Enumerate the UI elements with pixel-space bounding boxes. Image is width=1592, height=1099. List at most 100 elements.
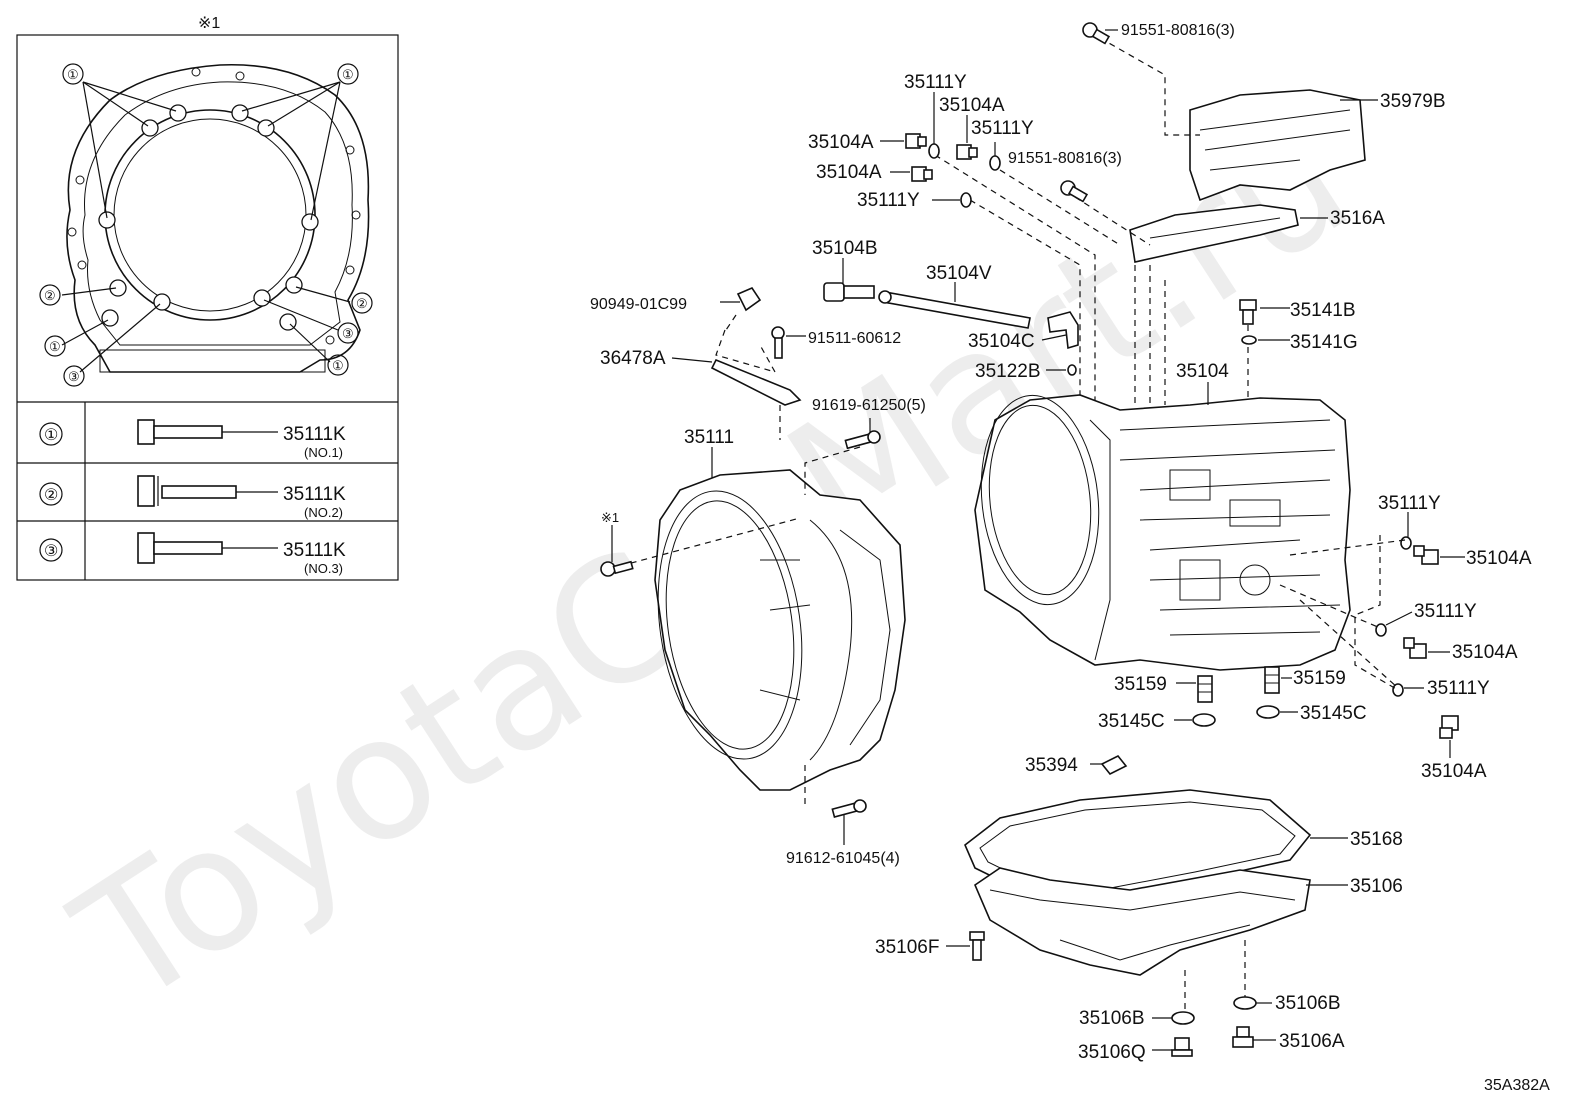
plug-35106Q	[1171, 1037, 1193, 1057]
inset-row-3: ③ 35111K (NO.3)	[39, 532, 346, 576]
label-35104A-d: 35104A	[1466, 548, 1532, 569]
transmission-case-35104	[974, 394, 1351, 671]
callout-1d: ①	[332, 358, 344, 373]
callout-2b: ②	[356, 296, 368, 311]
bracket-35979B	[1189, 89, 1366, 202]
label-35106F: 35106F	[875, 937, 939, 958]
shaft-35104V	[878, 290, 1031, 329]
row3-part: 35111K	[283, 540, 346, 561]
washer-35106B-right	[1233, 996, 1257, 1010]
callout-2a: ②	[44, 288, 56, 303]
label-35979B: 35979B	[1380, 91, 1446, 112]
row1-part: 35111K	[283, 424, 346, 445]
bell-housing-35111	[654, 469, 906, 791]
leader-lines	[611, 29, 1465, 1051]
label-35106: 35106	[1350, 876, 1403, 897]
row1-variant: (NO.1)	[304, 445, 343, 460]
label-35104A-b: 35104A	[808, 132, 874, 153]
label-3516A: 3516A	[1330, 208, 1385, 229]
callout-3b: ③	[342, 326, 354, 341]
label-35106A: 35106A	[1279, 1031, 1345, 1052]
row3-num: ③	[44, 543, 58, 560]
label-90949: 90949-01C99	[590, 296, 687, 313]
plug-35106A	[1232, 1026, 1254, 1048]
label-35111Y-e: 35111Y	[1414, 601, 1477, 622]
oring-35111Y-d	[1400, 536, 1412, 550]
label-91619: 91619-61250(5)	[812, 397, 926, 414]
label-35141G: 35141G	[1290, 332, 1358, 353]
row2-variant: (NO.2)	[304, 505, 343, 520]
label-35168: 35168	[1350, 829, 1403, 850]
label-36478A: 36478A	[600, 348, 666, 369]
bolt-35106F	[969, 931, 985, 961]
label-91551-top: 91551-80816(3)	[1121, 22, 1235, 39]
sensor-35104B	[823, 282, 875, 302]
oring-35122B	[1067, 364, 1077, 376]
bolt-91511	[771, 326, 785, 359]
oring-35111Y-a	[928, 143, 940, 159]
label-35111Y-d: 35111Y	[1378, 493, 1441, 514]
label-35104A-c: 35104A	[816, 162, 882, 183]
magnet-35394	[1100, 754, 1128, 776]
inset-callouts: ① ① ② ② ① ③ ③ ①	[39, 63, 373, 387]
label-marker-1: ※1	[601, 510, 619, 525]
gasket-35145C-left	[1192, 713, 1216, 727]
label-35106B-right: 35106B	[1275, 993, 1341, 1014]
label-91511: 91511-60612	[808, 330, 901, 347]
inset-row-1: ① 35111K (NO.1)	[39, 419, 346, 460]
label-35104: 35104	[1176, 361, 1229, 382]
row3-variant: (NO.3)	[304, 561, 343, 576]
label-35141B: 35141B	[1290, 300, 1356, 321]
washer-35106B-left	[1171, 1011, 1195, 1025]
callout-1c: ①	[49, 339, 61, 354]
callout-1a: ①	[67, 67, 79, 82]
plug-35104A-c	[911, 166, 933, 182]
label-35159-right: 35159	[1293, 668, 1346, 689]
bracket-3516A	[1129, 204, 1299, 263]
bolt-inset-panel: ※1	[16, 15, 399, 581]
tube-36478A	[710, 287, 802, 440]
figure-code: 35A382A	[1484, 1077, 1550, 1094]
oring-35111Y-b	[989, 155, 1001, 171]
plug-35104A-b	[956, 144, 978, 160]
gasket-35141G	[1241, 335, 1257, 345]
label-35104C: 35104C	[968, 331, 1035, 352]
oring-35111Y-e	[1375, 623, 1387, 637]
part-labels: 91551-80816(3) 35979B 35111Y 35104A 3510…	[590, 22, 1532, 1063]
label-35122B: 35122B	[975, 361, 1041, 382]
filter-35159-left	[1197, 675, 1213, 703]
oil-pan-35106	[974, 867, 1311, 976]
bolt-91551-top	[1082, 22, 1111, 45]
label-35106Q: 35106Q	[1078, 1042, 1146, 1063]
label-35104A-e: 35104A	[1452, 642, 1518, 663]
oring-35111Y-c	[960, 192, 972, 208]
label-35159-left: 35159	[1114, 674, 1167, 695]
label-35104B: 35104B	[812, 238, 878, 259]
row2-num: ②	[44, 487, 58, 504]
label-35394: 35394	[1025, 755, 1078, 776]
bolt-91551-mid	[1060, 180, 1089, 203]
bolt-marker-1	[600, 560, 634, 577]
label-91551-mid: 91551-80816(3)	[1008, 150, 1122, 167]
inset-row-2: ② 35111K (NO.2)	[39, 475, 346, 520]
label-35104A-f: 35104A	[1421, 761, 1487, 782]
callout-1b: ①	[342, 67, 354, 82]
label-35111Y-b: 35111Y	[971, 118, 1034, 139]
plug-35104A-e	[1403, 637, 1427, 659]
label-35111Y-c: 35111Y	[857, 190, 920, 211]
bolt-91619	[844, 430, 881, 450]
callout-3a: ③	[68, 369, 80, 384]
fitting-35104C	[1047, 311, 1079, 350]
row1-num: ①	[44, 427, 58, 444]
label-35106B-left: 35106B	[1079, 1008, 1145, 1029]
plug-35104A-a	[905, 133, 927, 149]
label-35145C-left: 35145C	[1098, 711, 1165, 732]
plug-35104A-f	[1439, 715, 1459, 739]
oring-35111Y-f	[1392, 683, 1404, 697]
label-91612: 91612-61045(4)	[786, 850, 900, 867]
label-35111Y-f: 35111Y	[1427, 678, 1490, 699]
plug-35104A-d	[1413, 545, 1439, 565]
plug-35141B	[1239, 299, 1257, 325]
label-35104A-a: 35104A	[939, 95, 1005, 116]
